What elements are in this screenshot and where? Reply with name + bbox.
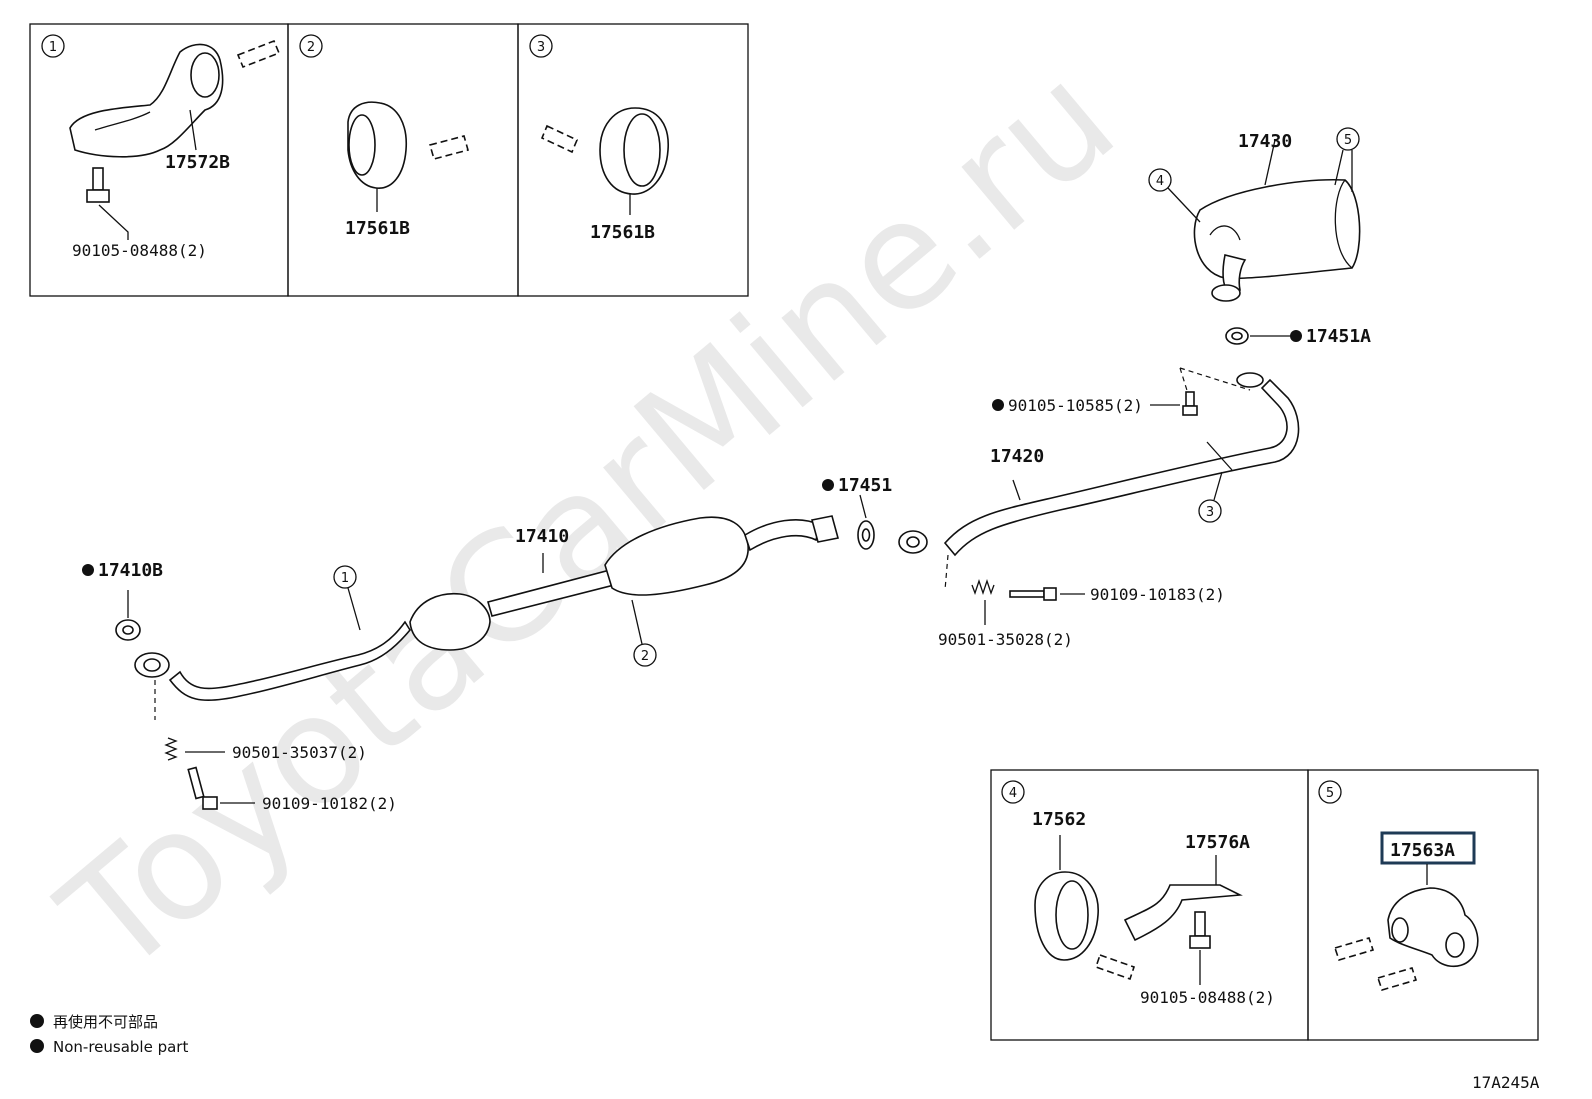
part-90105-08488-box4: 90105-08488(2) bbox=[1140, 988, 1275, 1007]
gasket-17451: 17451 bbox=[822, 475, 892, 550]
non-reusable-marker-icon bbox=[30, 1039, 44, 1053]
callout-4-label: 4 bbox=[1009, 786, 1017, 801]
gasket-17451A: 17451A bbox=[1225, 326, 1371, 347]
legend-non-reusable-en: Non-reusable part bbox=[53, 1038, 188, 1056]
part-17562: 17562 bbox=[1032, 809, 1086, 830]
detail-box-5: 5 17563A bbox=[1307, 769, 1539, 1041]
part-90109-10183: 90109-10183(2) bbox=[1090, 585, 1225, 604]
part-17451: 17451 bbox=[838, 475, 892, 496]
part-17561B-box2: 17561B bbox=[345, 218, 410, 239]
part-90105-10585: 90105-10585(2) bbox=[1008, 396, 1143, 415]
callout-2: 2 bbox=[641, 649, 649, 664]
part-17572B: 17572B bbox=[165, 152, 230, 173]
diagram-code: 17A245A bbox=[1472, 1073, 1540, 1092]
detail-box-2: 2 17561B bbox=[287, 23, 519, 297]
highlight-box bbox=[1380, 831, 1476, 865]
callout-5: 5 bbox=[1344, 133, 1352, 148]
part-17576A: 17576A bbox=[1185, 832, 1250, 853]
gasket-17410B: 17410B bbox=[82, 560, 163, 641]
part-90105-08488-box1: 90105-08488(2) bbox=[72, 241, 207, 260]
legend-non-reusable-jp: 再使用不可部品 bbox=[53, 1013, 158, 1031]
part-17563A: 17563A bbox=[1390, 840, 1455, 861]
front-pipe-17410: 17410 1 2 bbox=[134, 515, 839, 720]
callout-5-label: 5 bbox=[1326, 786, 1334, 801]
spring-bolt-left: 90501-35037(2) 90109-10182(2) bbox=[164, 737, 397, 813]
legend: 再使用不可部品 Non-reusable part bbox=[30, 1013, 188, 1056]
part-17410: 17410 bbox=[515, 526, 569, 547]
bolt-90105-10585: 90105-10585(2) bbox=[992, 391, 1198, 416]
non-reusable-marker-icon bbox=[30, 1014, 44, 1028]
spring-bolt-right: 90109-10183(2) 90501-35028(2) bbox=[938, 578, 1225, 649]
part-17410B: 17410B bbox=[98, 560, 163, 581]
callout-3: 3 bbox=[1206, 505, 1214, 520]
callout-2-label: 2 bbox=[307, 40, 315, 55]
part-17420: 17420 bbox=[990, 446, 1044, 467]
part-90501-35028: 90501-35028(2) bbox=[938, 630, 1073, 649]
part-17561B-box3: 17561B bbox=[590, 222, 655, 243]
callout-1-label: 1 bbox=[49, 40, 57, 55]
detail-box-4: 4 17562 17576A 90105-08488(2) bbox=[990, 769, 1309, 1041]
callout-4: 4 bbox=[1156, 174, 1164, 189]
detail-box-1: 1 17572B 90105-08488(2) bbox=[29, 23, 289, 297]
part-90109-10182: 90109-10182(2) bbox=[262, 794, 397, 813]
detail-box-3: 3 17561B bbox=[517, 23, 749, 297]
part-17451A: 17451A bbox=[1306, 326, 1371, 347]
callout-1: 1 bbox=[341, 571, 349, 586]
part-17430: 17430 bbox=[1238, 131, 1292, 152]
part-90501-35037: 90501-35037(2) bbox=[232, 743, 367, 762]
callout-3-label: 3 bbox=[537, 40, 545, 55]
rear-muffler: 17430 5 4 bbox=[1148, 127, 1361, 302]
